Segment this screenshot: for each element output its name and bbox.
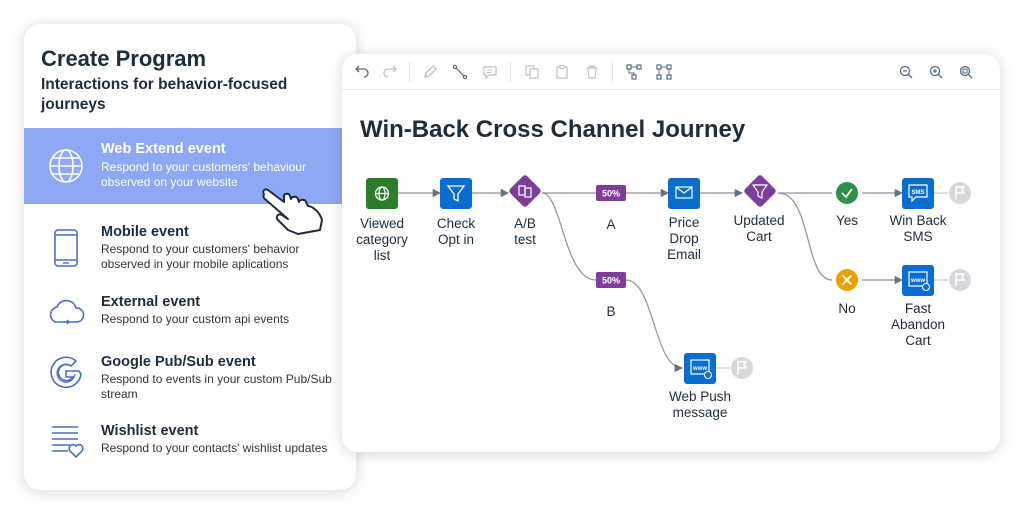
svg-text:www: www <box>910 278 925 284</box>
web-message-icon: www <box>690 359 713 380</box>
panel-subtitle: Interactions for behavior-focused journe… <box>41 76 288 113</box>
create-program-panel: Create Program Interactions for behavior… <box>24 24 356 490</box>
filter-icon <box>751 184 769 199</box>
node-web-push-message[interactable]: www <box>684 353 716 384</box>
event-item-google-pubsub[interactable]: Google Pub/Sub event Respond to events i… <box>24 352 356 412</box>
edit-icon[interactable] <box>422 64 438 80</box>
event-description: Respond to your customers' behavior obse… <box>101 242 300 271</box>
svg-text:SMS: SMS <box>911 190 924 196</box>
layout-icon[interactable] <box>626 64 642 80</box>
toolbar-separator <box>510 62 511 82</box>
zoom-out-icon[interactable] <box>898 64 914 80</box>
svg-text:50%: 50% <box>602 189 620 199</box>
check-icon <box>841 188 853 199</box>
svg-text:50%: 50% <box>602 276 620 286</box>
node-win-back-sms[interactable]: SMS <box>902 178 934 209</box>
journey-title: Win-Back Cross Channel Journey <box>360 116 746 143</box>
cloud-icon <box>49 299 85 325</box>
filter-icon <box>446 185 466 203</box>
event-description: Respond to your custom api events <box>101 312 290 326</box>
globe-icon <box>374 186 390 201</box>
zoom-in-icon[interactable] <box>928 64 944 80</box>
node-yes[interactable] <box>836 182 858 204</box>
flag-icon <box>955 186 966 199</box>
panel-title: Create Program <box>41 46 207 71</box>
end-node[interactable] <box>949 182 971 204</box>
layout-alt-icon[interactable] <box>656 64 672 80</box>
branch-b-label: B <box>606 304 615 319</box>
flag-icon <box>955 273 966 286</box>
journey-canvas-panel: Win-Back Cross Channel Journey <box>342 54 1000 452</box>
mobile-phone-icon <box>54 229 78 267</box>
node-viewed-category-list[interactable] <box>366 178 398 209</box>
comment-icon[interactable] <box>482 64 498 80</box>
event-item-mobile[interactable]: Mobile event Respond to your customers' … <box>24 222 356 282</box>
connect-icon[interactable] <box>452 64 468 80</box>
globe-icon <box>49 149 83 183</box>
delete-icon[interactable] <box>584 64 600 80</box>
hand-pointer-icon <box>262 188 323 235</box>
node-label-yes: Yes <box>835 213 859 228</box>
flag-icon <box>737 361 748 374</box>
event-title: Mobile event <box>101 224 189 240</box>
zoom-fit-icon[interactable] <box>958 64 974 80</box>
event-item-wishlist[interactable]: Wishlist event Respond to your contacts'… <box>24 421 356 481</box>
event-item-external[interactable]: External event Respond to your custom ap… <box>24 292 356 352</box>
node-price-drop-email[interactable] <box>668 178 700 209</box>
split-icon <box>518 185 532 198</box>
branch-a-label: A <box>606 217 615 232</box>
toolbar-separator <box>612 62 613 82</box>
branch-b-badge: 50% <box>596 272 626 288</box>
undo-icon[interactable] <box>354 64 370 80</box>
branch-a-badge: 50% <box>596 185 626 201</box>
google-icon <box>50 356 82 389</box>
node-no[interactable] <box>836 269 858 291</box>
sms-icon: SMS <box>908 184 928 203</box>
event-title: External event <box>101 294 201 310</box>
toolbar-separator <box>409 62 410 82</box>
event-description: Respond to events in your custom Pub/Sub… <box>101 372 332 401</box>
end-node[interactable] <box>731 357 753 379</box>
event-description: Respond to your customers' behaviour obs… <box>101 160 307 189</box>
wishlist-icon <box>52 426 84 459</box>
node-fast-abandon-cart[interactable]: www <box>902 265 934 296</box>
flow-connectors <box>398 188 948 373</box>
event-title: Google Pub/Sub event <box>101 354 256 370</box>
web-message-icon: www <box>908 271 931 292</box>
copy-icon[interactable] <box>524 64 540 80</box>
email-icon <box>675 186 693 199</box>
svg-text:www: www <box>692 366 707 372</box>
node-ab-test[interactable] <box>508 174 542 208</box>
journey-flow-diagram: 50% A 50% B <box>366 174 971 384</box>
event-title: Wishlist event <box>101 423 199 439</box>
redo-icon[interactable] <box>382 64 398 80</box>
event-item-web-extend[interactable]: Web Extend event Respond to your custome… <box>24 128 356 204</box>
canvas-toolbar <box>342 54 1000 90</box>
node-updated-cart[interactable] <box>743 174 777 208</box>
paste-icon[interactable] <box>554 64 570 80</box>
node-check-opt-in[interactable] <box>440 178 472 209</box>
node-label-no: No <box>838 301 856 316</box>
end-node[interactable] <box>949 269 971 291</box>
event-description: Respond to your contacts' wishlist updat… <box>101 441 328 455</box>
event-title: Web Extend event <box>101 141 226 157</box>
close-icon <box>841 274 853 286</box>
